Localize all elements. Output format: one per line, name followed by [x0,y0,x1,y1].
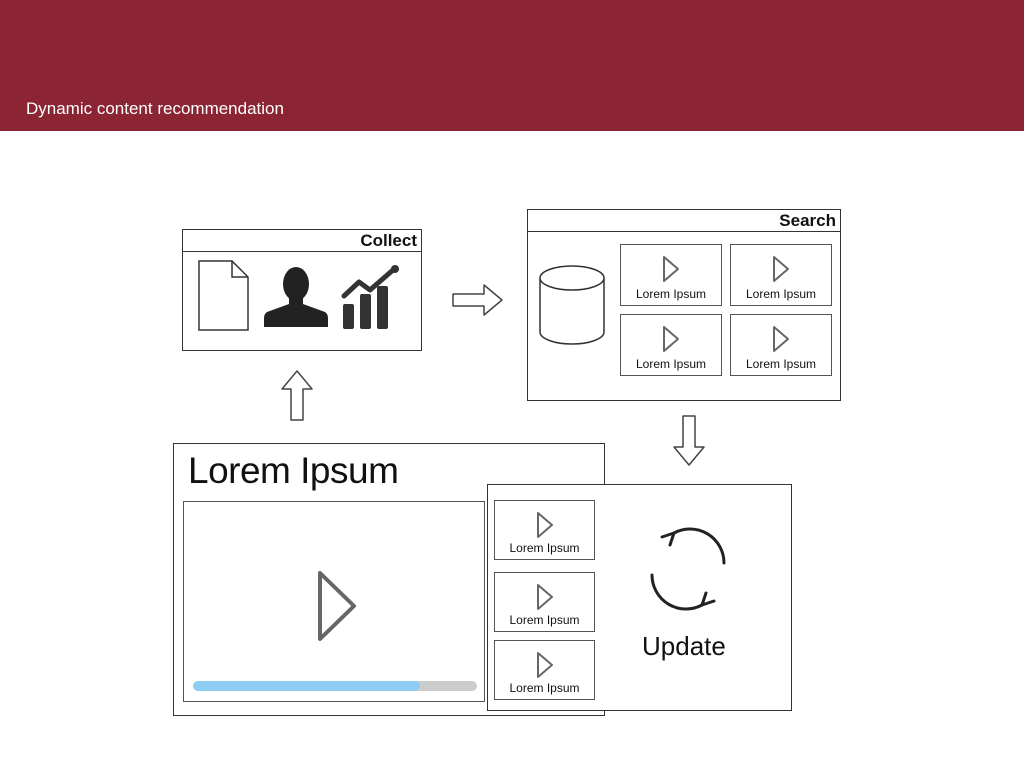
arrow-down-icon [673,415,705,466]
user-icon [264,267,328,327]
arrow-right-icon [452,284,503,316]
play-icon [773,256,789,282]
collect-window-title: Collect [183,230,421,252]
arrow-up-icon [281,370,313,421]
collect-window: Collect [182,229,422,351]
search-window: Search Lorem Ipsum Lorem Ipsum Lorem Ips… [527,209,841,401]
card-label: Lorem Ipsum [745,357,817,371]
header-banner: STALKER Dynamic content recommendation [0,0,1024,131]
card-label: Lorem Ipsum [635,287,707,301]
card-label: Lorem Ipsum [635,357,707,371]
search-result-card[interactable]: Lorem Ipsum [730,314,832,376]
app-subtitle: Dynamic content recommendation [26,99,284,118]
search-window-title: Search [528,210,840,232]
related-video-card[interactable]: Lorem Ipsum [494,500,595,560]
progress-bar[interactable] [193,681,477,691]
play-icon[interactable] [316,569,358,643]
search-result-card[interactable]: Lorem Ipsum [620,314,722,376]
database-icon [539,265,605,345]
card-label: Lorem Ipsum [745,287,817,301]
search-result-card[interactable]: Lorem Ipsum [620,244,722,306]
play-icon [773,326,789,352]
update-label: Update [642,631,726,661]
analytics-chart-icon [341,265,399,329]
play-icon [536,652,553,678]
play-icon [536,584,553,610]
card-label: Lorem Ipsum [509,613,580,627]
card-label: Lorem Ipsum [509,681,580,695]
update-window: Lorem Ipsum Lorem Ipsum Lorem Ipsum Upda… [487,484,792,711]
search-result-card[interactable]: Lorem Ipsum [730,244,832,306]
related-video-card[interactable]: Lorem Ipsum [494,572,595,632]
related-video-card[interactable]: Lorem Ipsum [494,640,595,700]
app-title: STALKER [26,26,261,78]
progress-fill [193,681,421,691]
play-icon [663,256,679,282]
video-area[interactable] [183,501,485,702]
play-icon [536,512,553,538]
card-label: Lorem Ipsum [509,541,580,555]
play-icon [663,326,679,352]
refresh-icon [650,527,726,611]
document-icon [198,260,249,331]
player-title: Lorem Ipsum [188,450,399,491]
